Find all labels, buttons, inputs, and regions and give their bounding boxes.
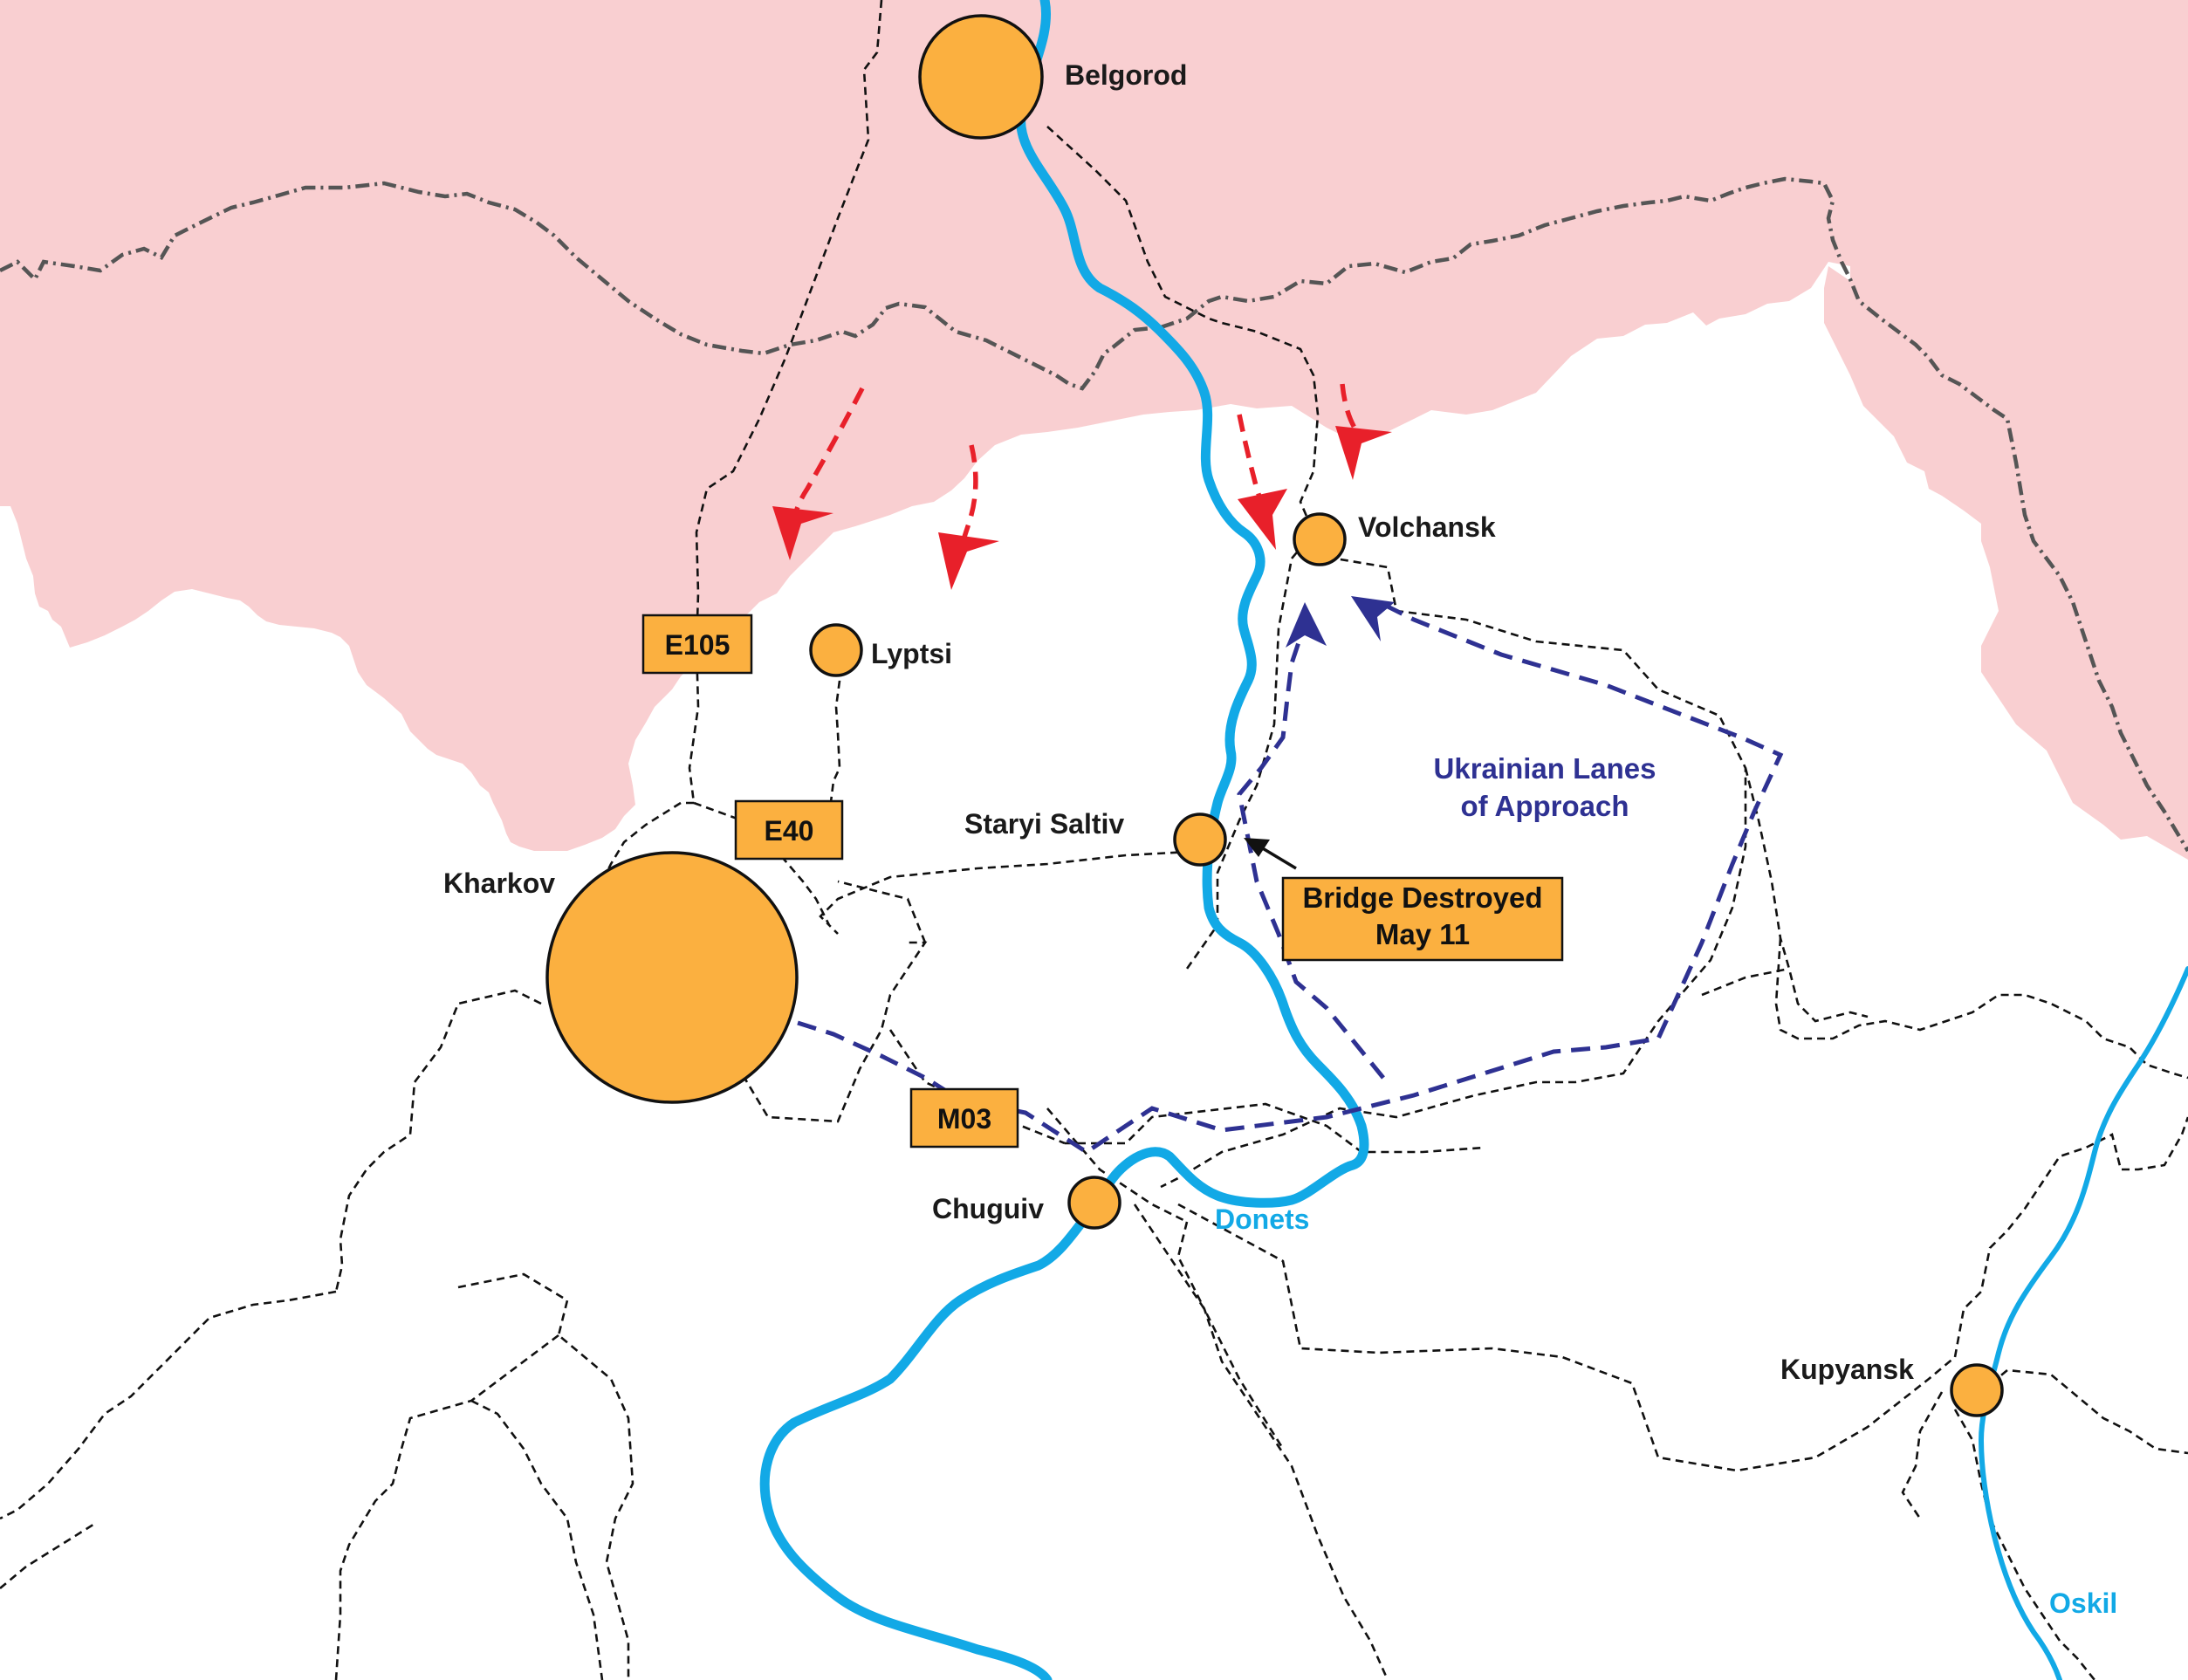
bridge-callout-line2: May 11 — [1375, 918, 1470, 950]
bridge-pointer-arrow — [1244, 838, 1297, 870]
ua-arrowhead-2 — [1351, 596, 1395, 641]
city-label-volchansk: Volchansk — [1358, 511, 1496, 543]
russian-territory — [0, 0, 2188, 860]
svg-text:E105: E105 — [665, 629, 730, 661]
bridge-callout-line1: Bridge Destroyed — [1302, 881, 1542, 914]
city-chuguiv-marker — [1067, 1176, 1121, 1230]
international-border — [0, 176, 2188, 853]
city-kupyansk-marker — [1950, 1363, 2004, 1417]
approach-label-line1: Ukrainian Lanes — [1434, 752, 1656, 785]
ua-arrowhead-1 — [1286, 602, 1327, 648]
river-label-donets: Donets — [1215, 1203, 1309, 1235]
russian-attack-arrows — [772, 383, 1392, 590]
city-volchansk-marker — [1293, 512, 1347, 566]
city-markers — [545, 14, 2004, 1417]
approach-label-line2: of Approach — [1460, 790, 1629, 822]
ru-arrowhead-3 — [1238, 489, 1287, 550]
bridge-destroyed-callout: Bridge Destroyed May 11 — [1281, 876, 1564, 962]
donets-river — [759, 0, 1369, 1680]
river-label-oskil: Oskil — [2049, 1587, 2117, 1619]
ru-arrowhead-2 — [938, 532, 999, 590]
city-kharkov-marker — [545, 851, 799, 1104]
city-belgorod-marker — [918, 14, 1044, 140]
ru-arrowhead-4 — [1335, 426, 1392, 480]
oskil-river — [1979, 966, 2188, 1680]
city-staryi-saltiv-marker — [1173, 813, 1227, 867]
road-label-e40: E40 — [734, 799, 844, 861]
road-label-e105: E105 — [641, 614, 753, 675]
city-label-kupyansk: Kupyansk — [1780, 1354, 1914, 1385]
road-label-m03: M03 — [909, 1087, 1019, 1149]
city-label-kharkov: Kharkov — [443, 867, 555, 899]
city-label-staryi-saltiv: Staryi Saltiv — [964, 808, 1124, 840]
svg-text:E40: E40 — [765, 815, 814, 847]
city-label-chuguiv: Chuguiv — [932, 1193, 1044, 1224]
ukrainian-lanes — [797, 596, 1784, 1155]
city-label-lyptsi: Lyptsi — [871, 638, 952, 669]
city-lyptsi-marker — [809, 623, 863, 677]
ru-arrowhead-1 — [772, 506, 833, 560]
svg-text:M03: M03 — [937, 1103, 991, 1135]
city-label-belgorod: Belgorod — [1065, 59, 1187, 91]
